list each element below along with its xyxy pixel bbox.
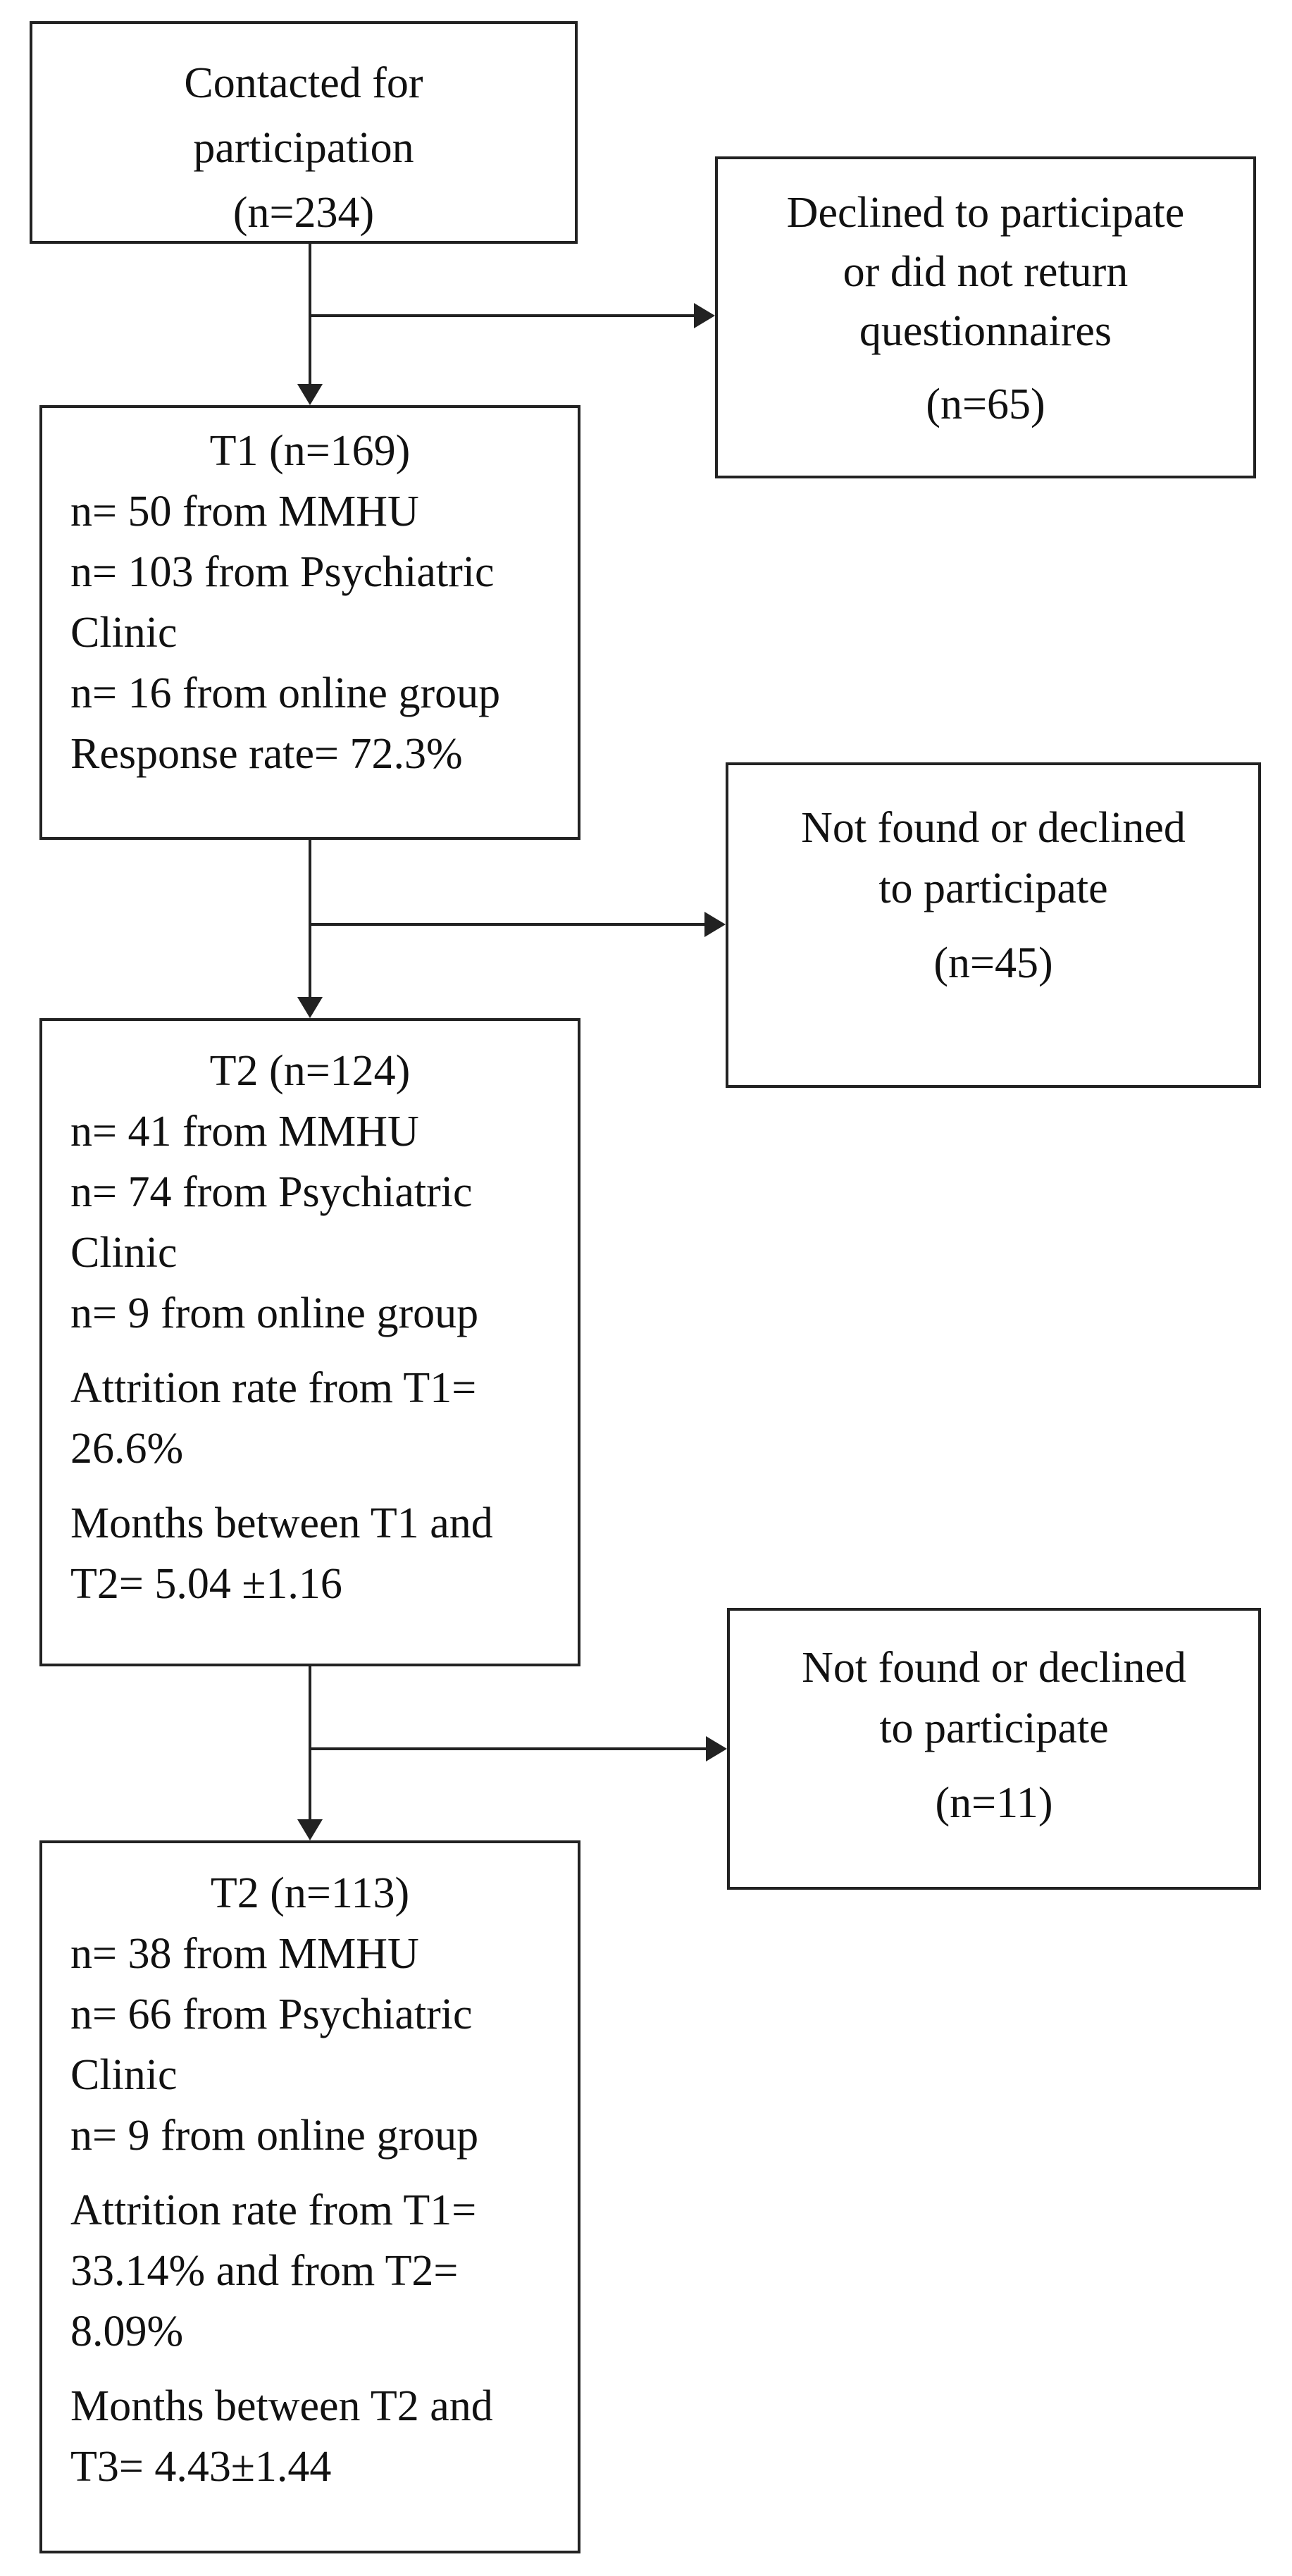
t1-line: n= 16 from online group [70,669,501,717]
t2-line: n= 9 from online group [70,1289,479,1337]
declined-t1-line: Not found or declined [801,804,1186,852]
t3-line: n= 38 from MMHU [70,1930,419,1978]
t2-line: n= 41 from MMHU [70,1108,419,1156]
t3-title: T2 (n=113) [210,1869,410,1917]
contacted-box: Contacted for participation (n=234) [30,21,578,244]
t2-line: n= 74 from Psychiatric [70,1168,473,1216]
t1-box: T1 (n=169) n= 50 from MMHU n= 103 from P… [39,405,580,840]
t3-line: Clinic [70,2051,178,2099]
declined-t2-box: Not found or declined to participate (n=… [727,1608,1261,1890]
t2-months: T2= 5.04 ±1.16 [70,1560,342,1608]
t3-attrition: Attrition rate from T1= [70,2186,477,2234]
t3-box: T2 (n=113) n= 38 from MMHU n= 66 from Ps… [39,1840,580,2553]
t2-title: T2 (n=124) [209,1047,411,1095]
t2-attrition: 26.6% [70,1425,184,1473]
contacted-line: Contacted for [184,59,423,107]
arrowhead-down [297,384,323,405]
declined-t0-line: or did not return [843,248,1129,296]
declined-t0-box: Declined to participate or did not retur… [715,156,1256,478]
t2-line: Clinic [70,1229,178,1277]
contacted-count: (n=234) [232,189,375,237]
declined-t0-line: questionnaires [859,307,1112,355]
t3-attrition: 8.09% [70,2308,184,2355]
contacted-line: participation [193,124,414,172]
declined-t1-count: (n=45) [933,939,1053,987]
arrowhead-right [706,1736,727,1761]
t3-months: T3= 4.43±1.44 [70,2443,332,2491]
t3-months: Months between T2 and [70,2382,493,2430]
t3-line: n= 66 from Psychiatric [70,1990,473,2038]
t3-line: n= 9 from online group [70,2112,479,2160]
t1-line: n= 103 from Psychiatric [70,548,495,596]
declined-t2-count: (n=11) [935,1779,1053,1827]
t2-months: Months between T1 and [70,1499,493,1547]
declined-t0-count: (n=65) [926,380,1045,428]
t1-line: n= 50 from MMHU [70,488,419,535]
t3-attrition: 33.14% and from T2= [70,2247,459,2295]
arrowhead-right [704,912,726,937]
declined-t2-line: Not found or declined [802,1644,1186,1692]
arrowhead-down [297,997,323,1018]
declined-t0-line: Declined to participate [786,189,1185,237]
arrowhead-down [297,1819,323,1840]
t1-response-rate: Response rate= 72.3% [70,730,463,778]
t1-title: T1 (n=169) [209,427,411,475]
t2-attrition: Attrition rate from T1= [70,1364,477,1412]
declined-t1-line: to participate [878,865,1108,912]
t1-line: Clinic [70,609,178,657]
declined-t1-box: Not found or declined to participate (n=… [726,762,1261,1088]
t2-box: T2 (n=124) n= 41 from MMHU n= 74 from Ps… [39,1018,580,1666]
arrowhead-right [694,303,715,328]
declined-t2-line: to participate [879,1704,1109,1752]
